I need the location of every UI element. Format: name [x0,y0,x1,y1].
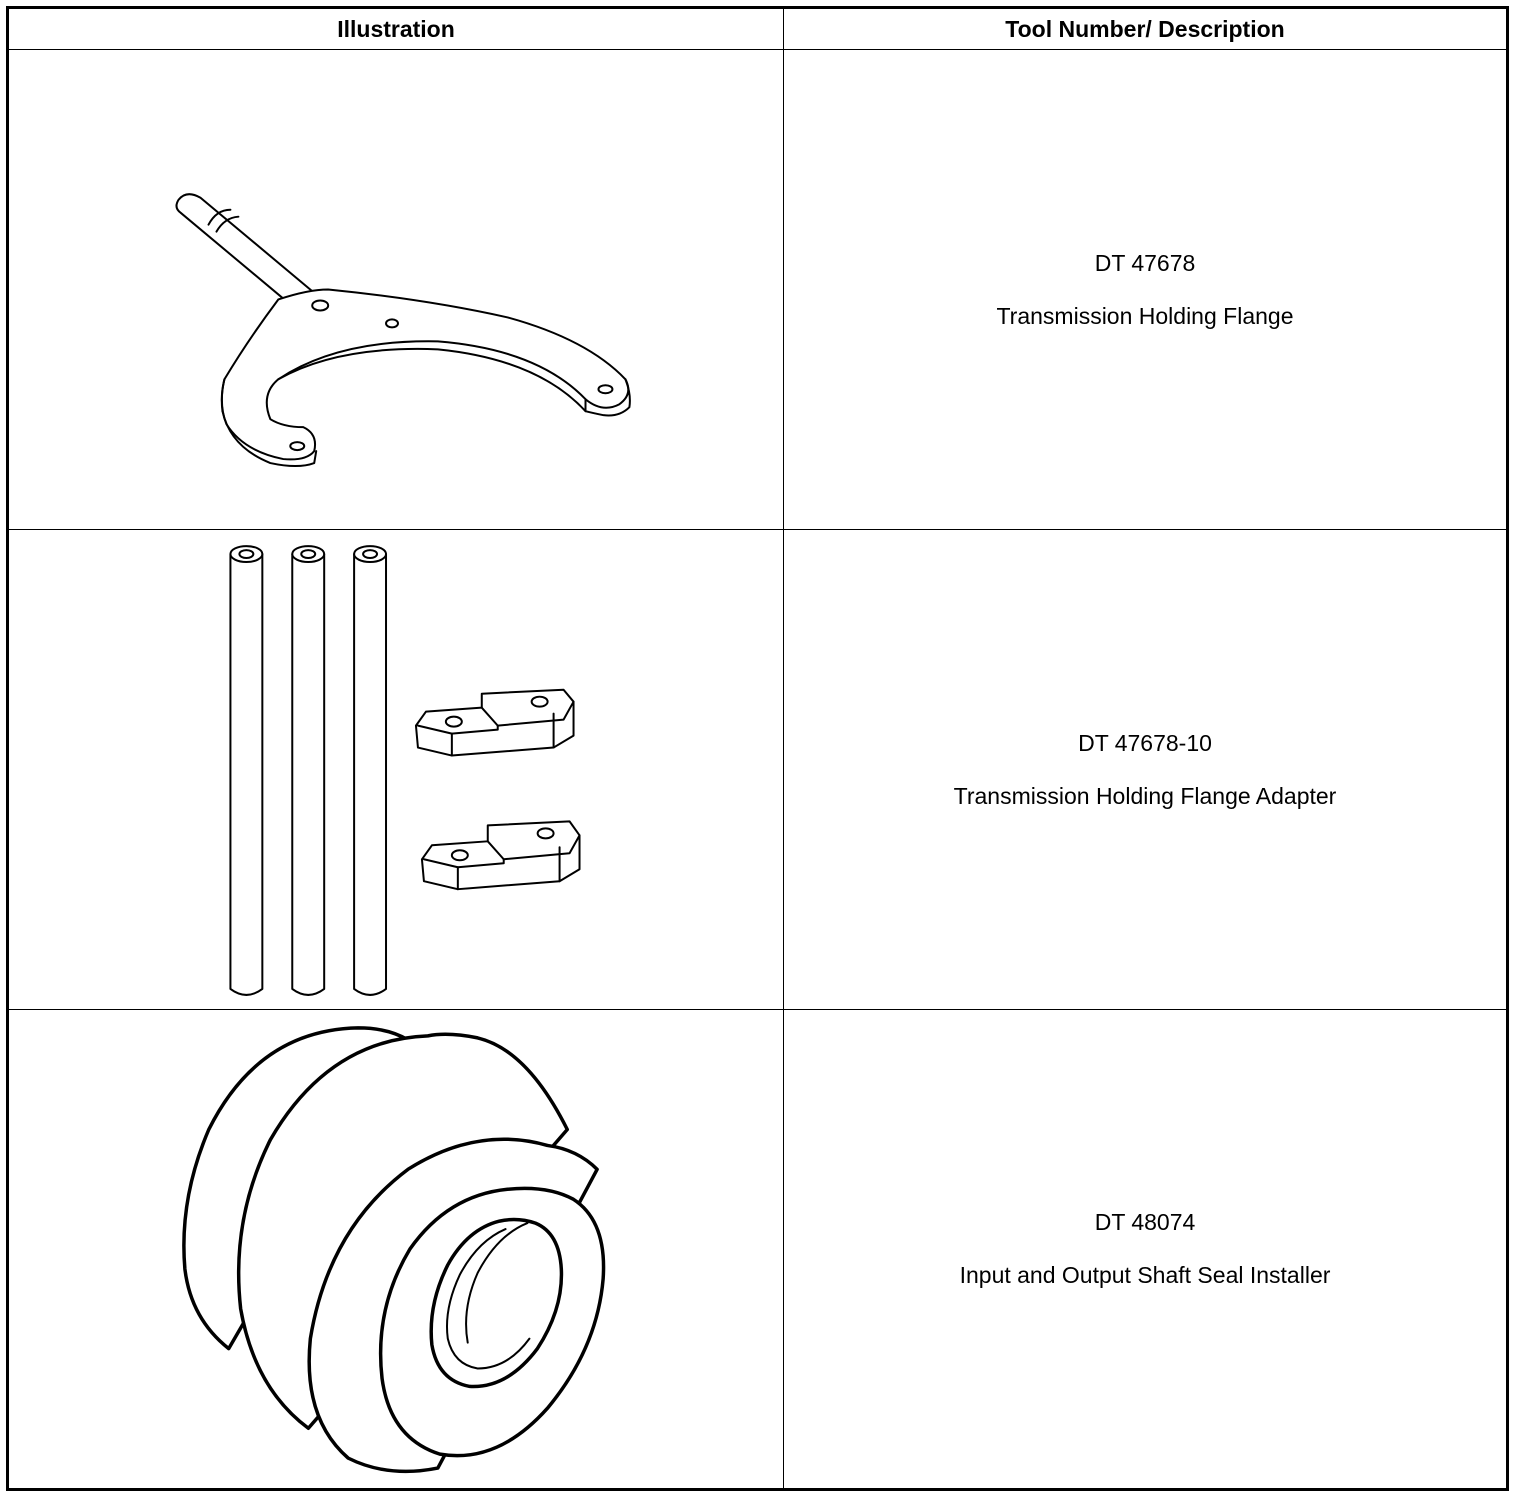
table-row: DT 48074 Input and Output Shaft Seal Ins… [7,1009,1508,1490]
illustration-cell [7,529,784,1010]
special-tools-table: Illustration Tool Number/ Description [6,6,1509,1491]
flange-adapter-icon [229,545,581,996]
description-cell: DT 47678 Transmission Holding Flange [783,49,1508,530]
tool-description: Transmission Holding Flange Adapter [953,782,1337,809]
table-row: DT 47678-10 Transmission Holding Flange … [7,529,1508,1010]
header-row: Illustration Tool Number/ Description [7,7,1508,50]
tool-number: DT 48074 [1094,1209,1196,1235]
description-cell: DT 47678-10 Transmission Holding Flange … [783,529,1508,1010]
illustration-cell [7,1009,784,1490]
table-row: DT 47678 Transmission Holding Flange [7,49,1508,530]
tool-description: Transmission Holding Flange [996,302,1294,329]
seal-installer-icon [182,1026,606,1474]
description-header: Tool Number/ Description [783,7,1508,50]
holding-flange-icon [175,193,631,468]
tool-number: DT 47678 [1094,249,1196,276]
description-cell: DT 48074 Input and Output Shaft Seal Ins… [783,1009,1508,1490]
tool-number: DT 47678-10 [1078,729,1212,756]
illustration-cell [7,49,784,530]
tool-description: Input and Output Shaft Seal Installer [959,1262,1331,1288]
illustration-header: Illustration [7,7,784,50]
